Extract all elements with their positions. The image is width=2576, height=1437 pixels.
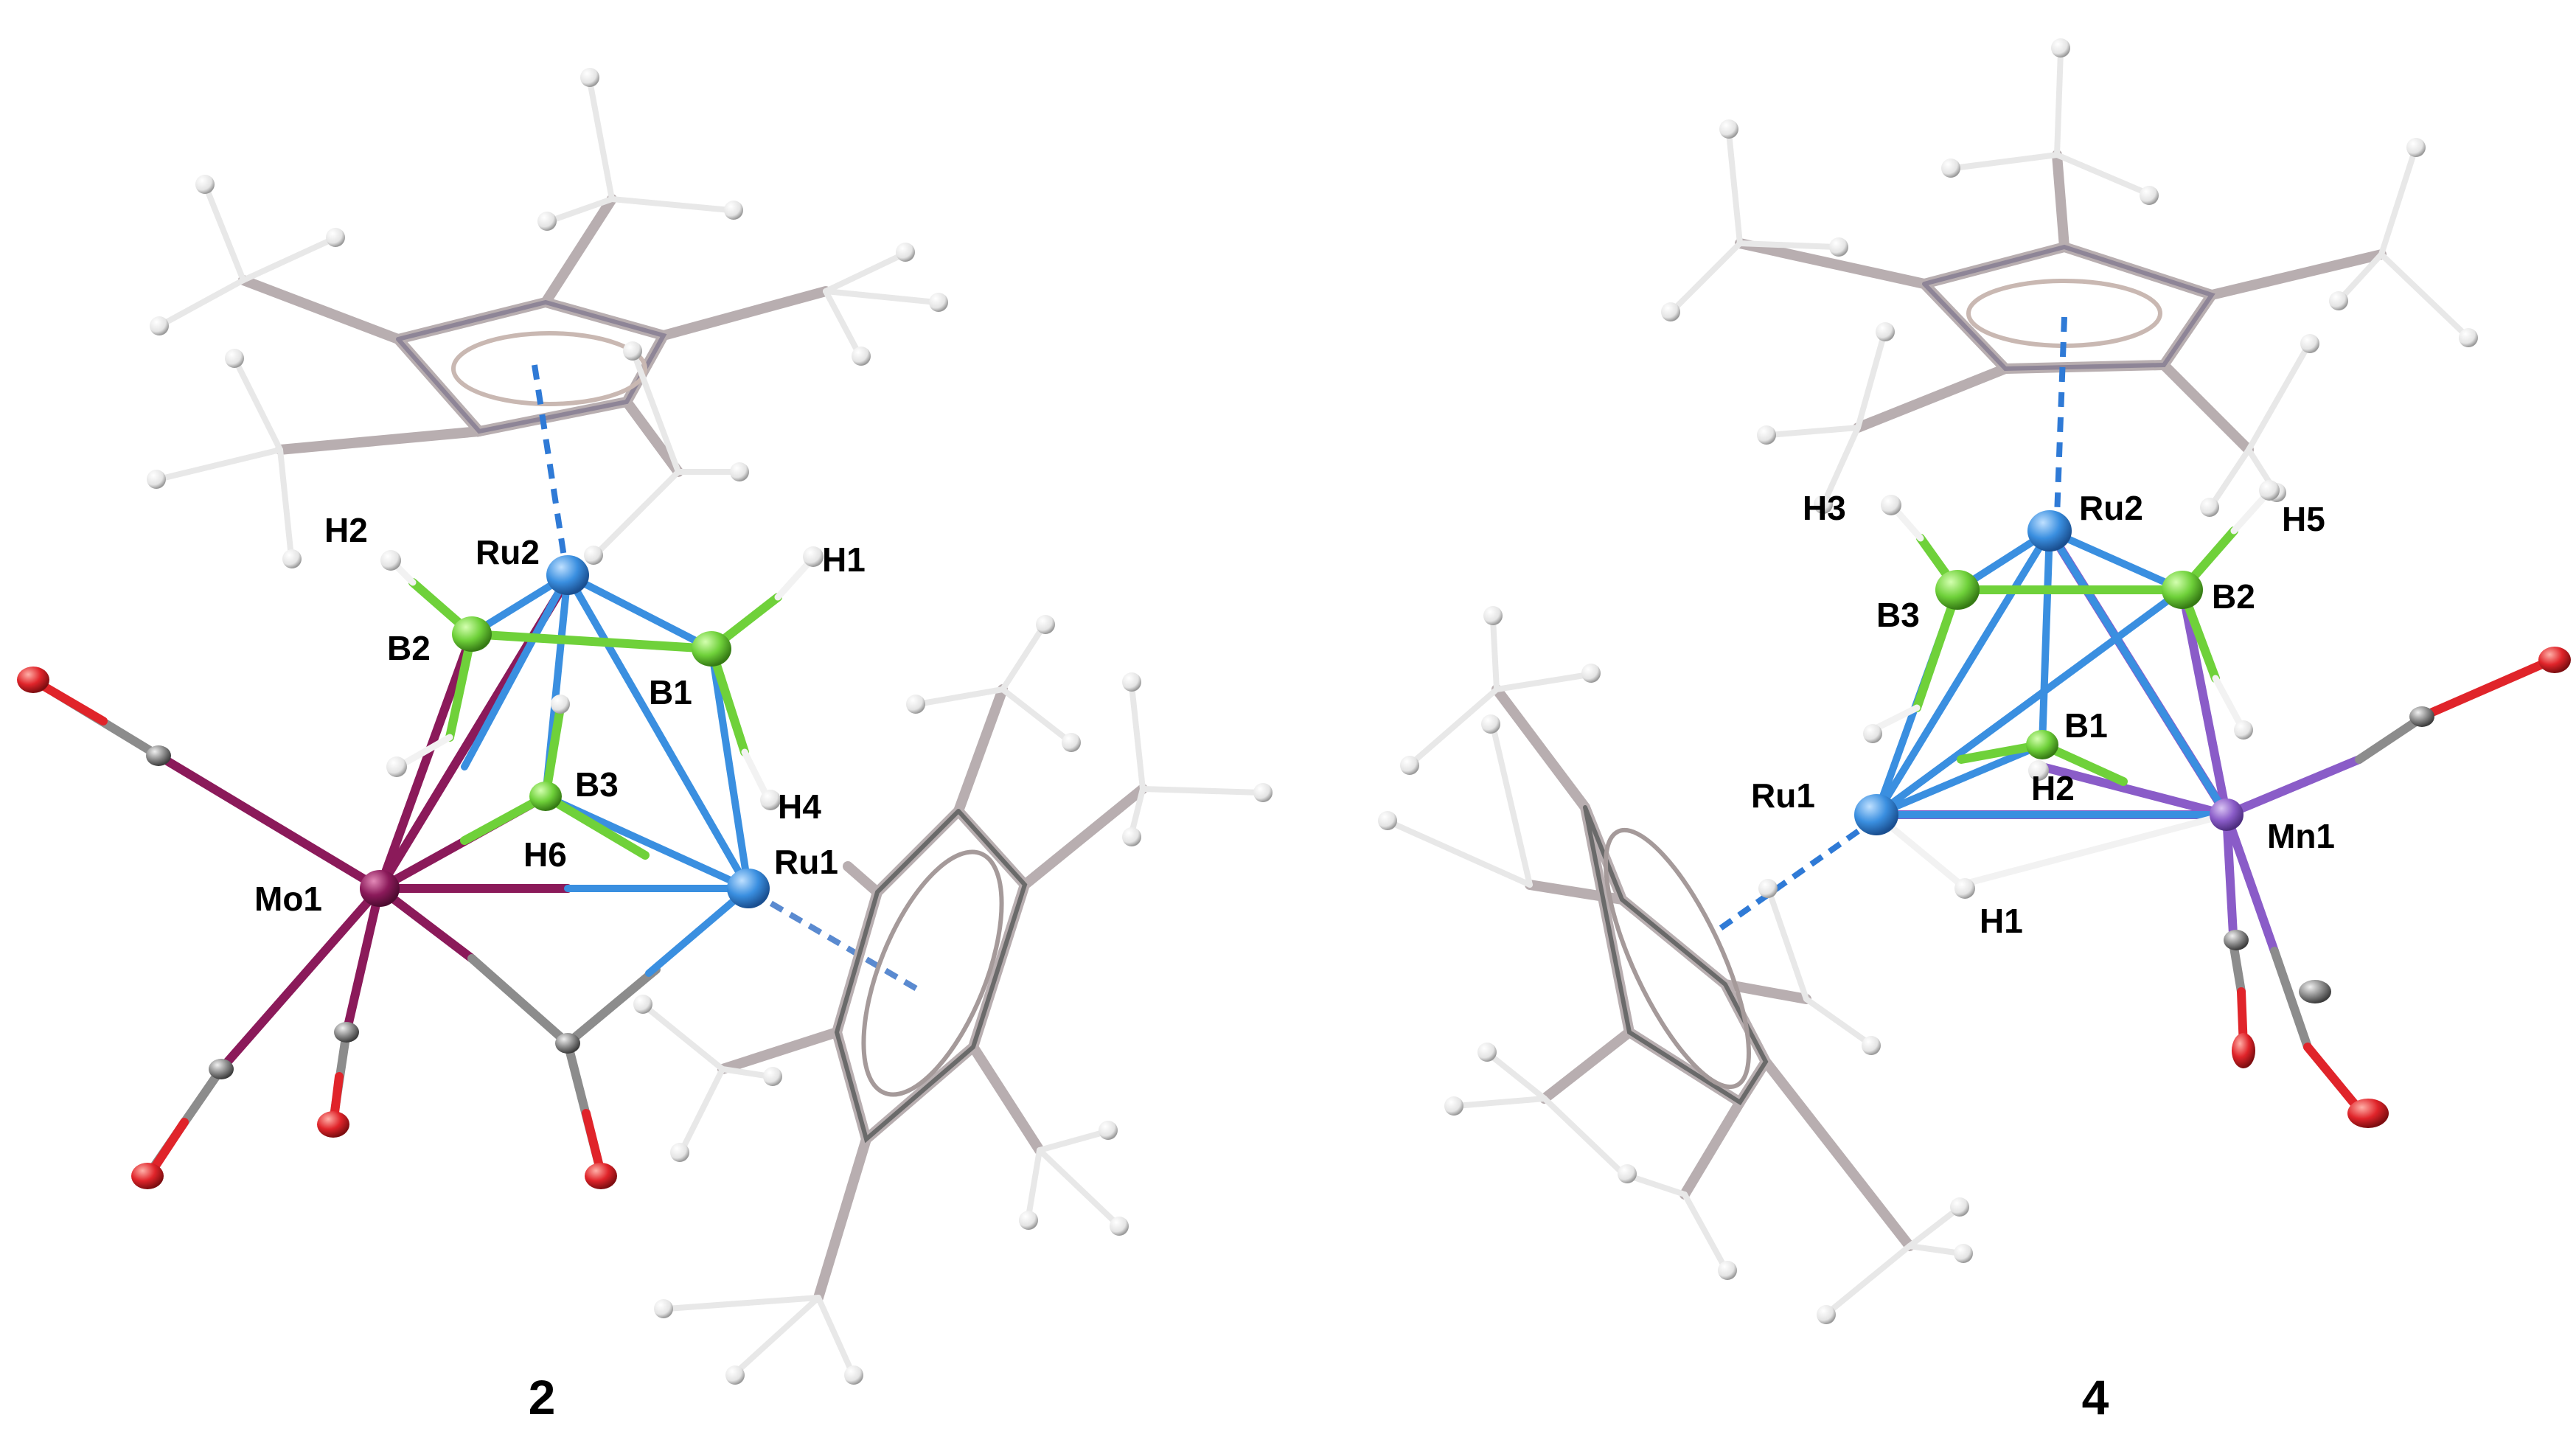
label-ru2-4: Ru2 [2079,489,2143,527]
centroid-link-ru2-4 [2054,316,2067,517]
cluster-core-bonds [375,557,815,977]
label-ru1-4: Ru1 [1751,776,1815,815]
ru1-atom-4 [1854,794,1898,835]
arene-ring-ru1-4 [1378,606,1973,1324]
atom-labels-4: H3 Ru2 H5 B3 B2 B1 Ru1 H2 Mn1 H1 [1751,489,2335,940]
molecule-4: H3 Ru2 H5 B3 B2 B1 Ru1 H2 Mn1 H1 4 [1378,38,2571,1424]
label-b1: B1 [649,673,692,711]
label-mn1-4: Mn1 [2267,817,2335,855]
b1-atom-4 [2026,730,2058,759]
centroid-link-ru2 [532,364,567,557]
core-atoms-2 [360,555,770,908]
label-h6: H6 [523,835,567,874]
hydrides-2 [380,546,824,810]
b3-atom-4 [1935,570,1980,610]
cluster-core-bonds-4 [1868,490,2271,888]
label-ru2: Ru2 [476,533,540,571]
carbonyl-ligands [17,667,661,1189]
label-b2: B2 [387,629,431,667]
ru1-atom [727,869,770,908]
label-b3: B3 [575,765,619,804]
centroid-link-ru1-4 [1712,815,1879,936]
cp-star-ring-top-4 [1661,38,2478,517]
arene-ring-ru1 [633,615,1273,1385]
mo1-atom [360,870,400,907]
b1-atom [692,631,731,667]
ru2-atom [546,555,589,595]
label-b1-4: B1 [2064,706,2108,745]
compound-label-2: 2 [529,1370,556,1424]
molecule-2: Ru2 H2 H1 B2 B1 B3 H4 H6 Mo1 Ru1 2 [17,68,1273,1424]
compound-label-4: 4 [2082,1370,2109,1424]
b3-atom [529,782,562,811]
label-h1: H1 [822,540,866,579]
label-b2-4: B2 [2212,577,2255,616]
b2-atom [452,616,492,652]
core-atoms-4 [1854,510,2243,835]
atom-labels-2: Ru2 H2 H1 B2 B1 B3 H4 H6 Mo1 Ru1 [254,511,866,918]
carbonyl-ligands-4 [2222,647,2571,1128]
label-h4: H4 [778,787,821,826]
ru2-atom-4 [2027,510,2072,552]
label-h1-4: H1 [1980,902,2023,940]
label-mo1: Mo1 [254,880,322,918]
cp-star-ring-top [147,68,948,568]
label-b3-4: B3 [1876,596,1920,634]
centroid-link-ru1 [750,889,924,995]
hydrides-4 [1863,480,2280,899]
label-h3-4: H3 [1803,489,1846,527]
label-h2: H2 [324,511,368,549]
label-h2-4: H2 [2031,769,2075,807]
mn1-atom [2210,798,2243,831]
label-ru1: Ru1 [774,843,838,881]
b2-atom-4 [2162,571,2203,609]
label-h5-4: H5 [2282,500,2325,538]
